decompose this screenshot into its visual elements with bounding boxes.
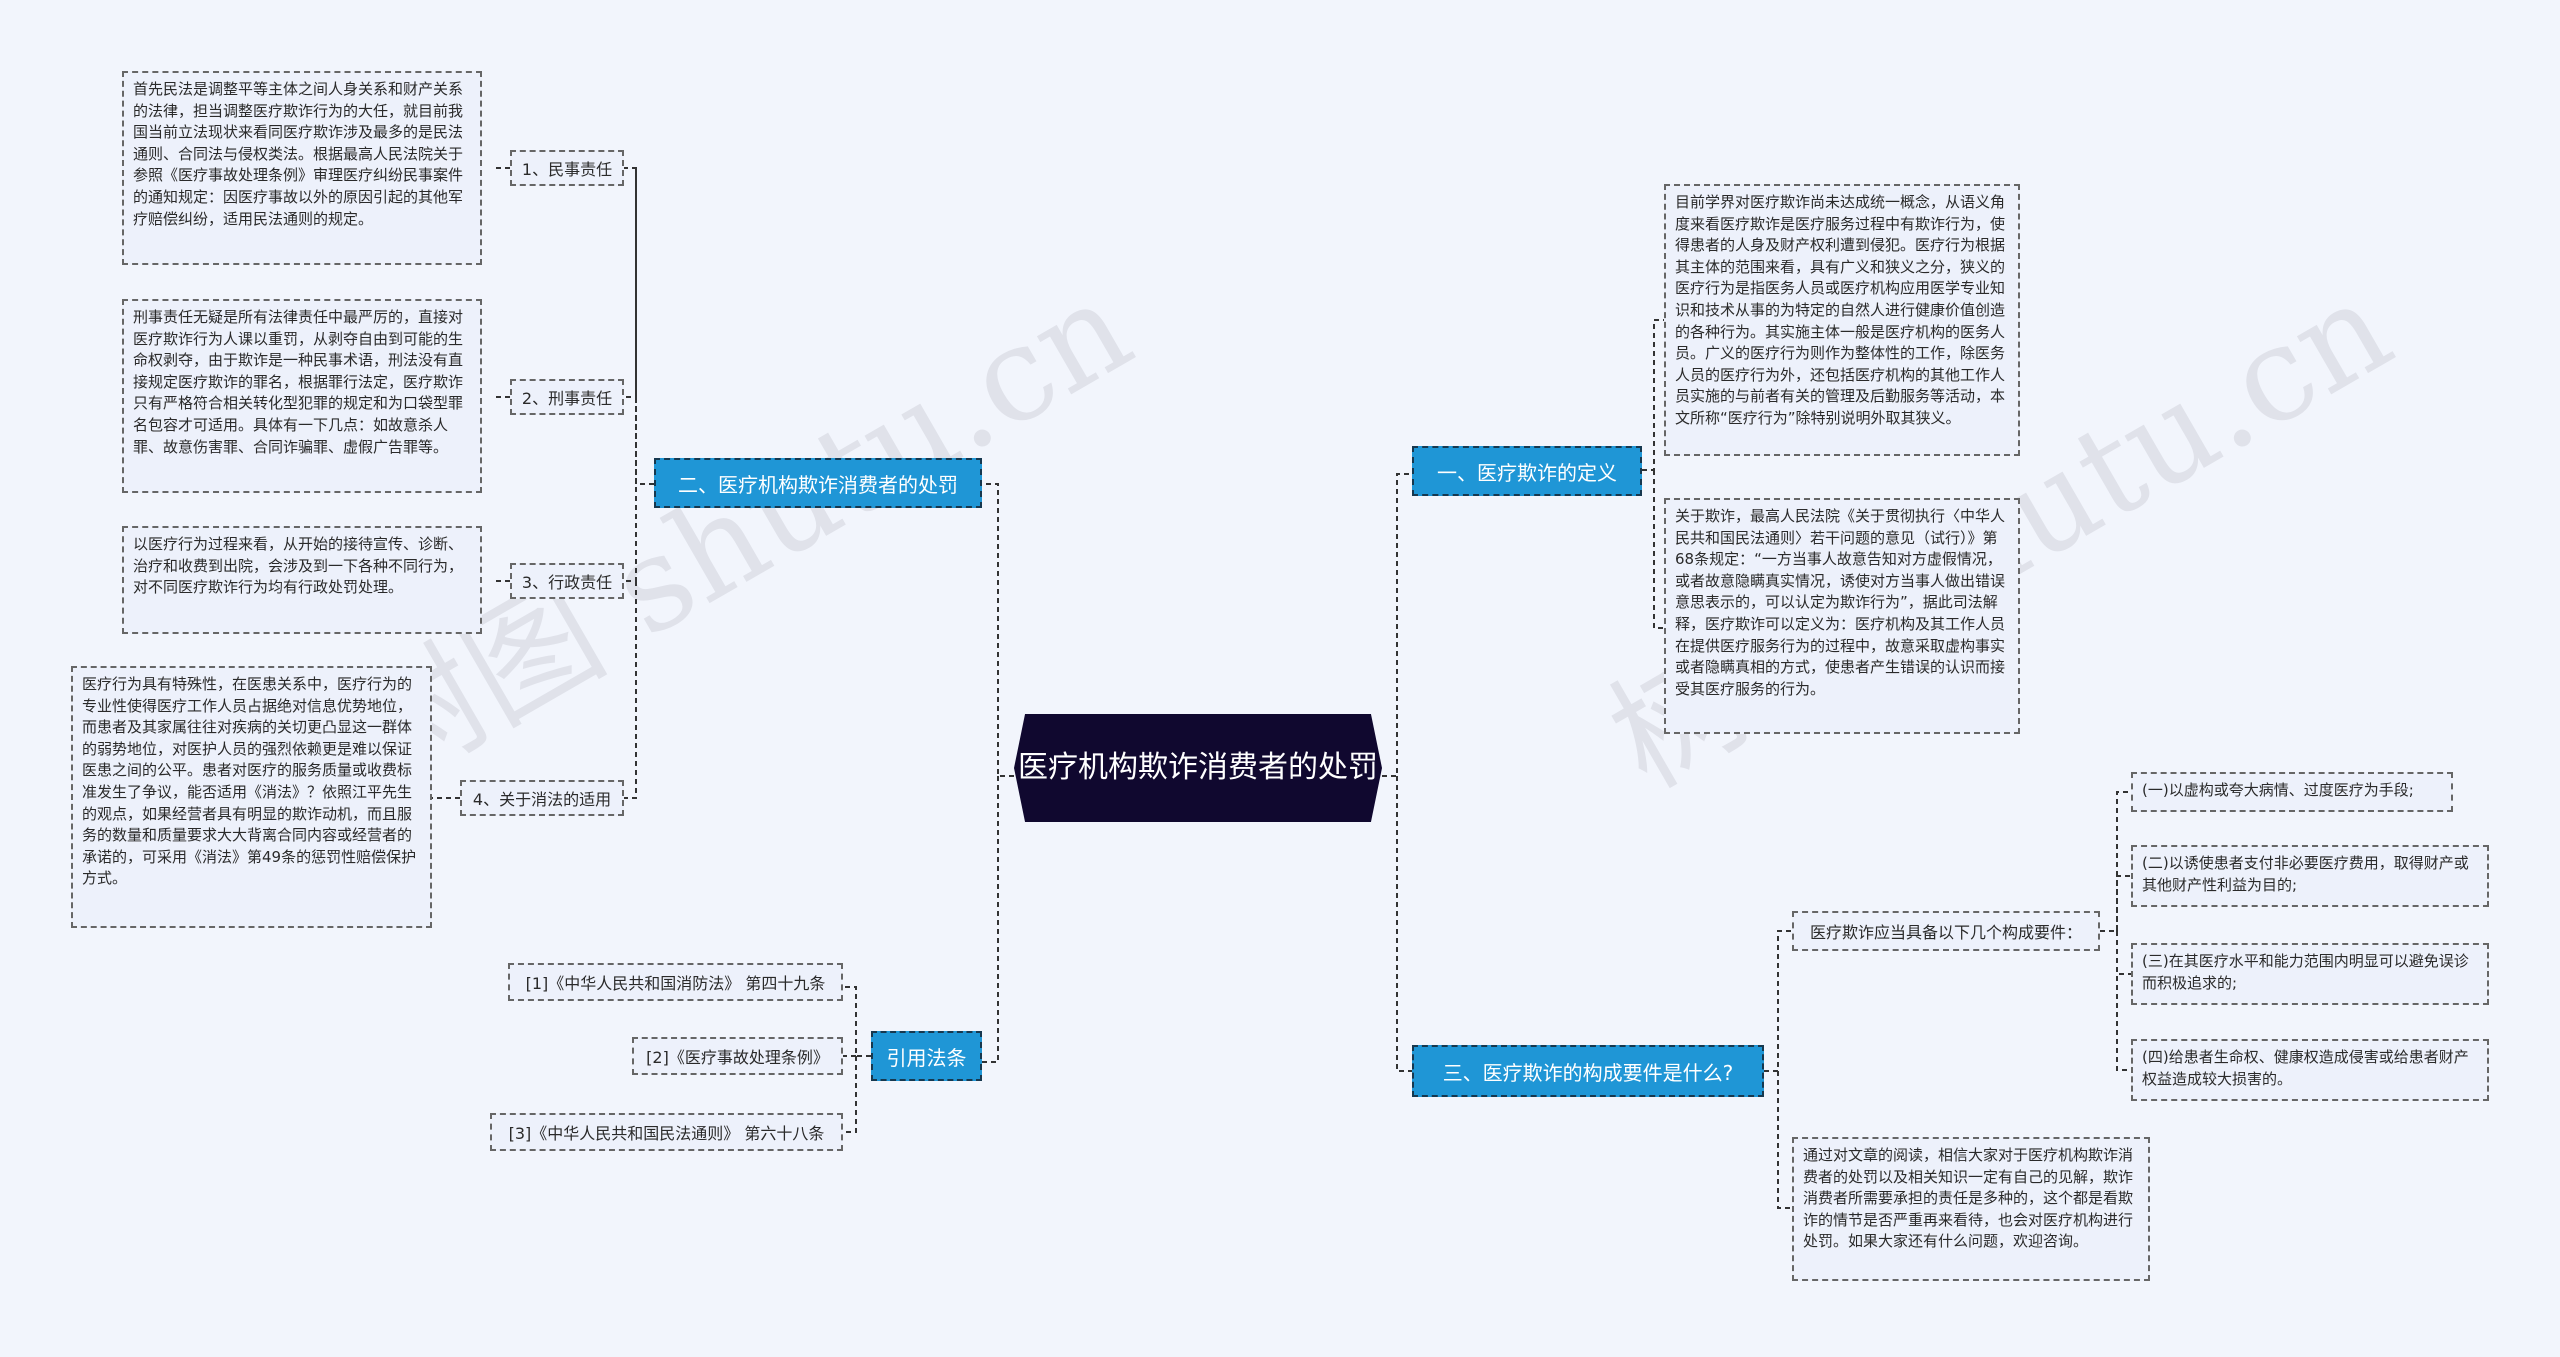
text-consumer-law: 医疗行为具有特殊性，在医患关系中，医疗行为的专业性使得医疗工作人员占据绝对信息优… (71, 666, 432, 928)
branch-cited-laws[interactable]: 引用法条 (871, 1031, 982, 1081)
text-administrative-liability: 以医疗行为过程来看，从开始的接待宣传、诊断、治疗和收费到出院，会涉及到一下各种不… (122, 526, 482, 634)
branch-penalty[interactable]: 二、医疗机构欺诈消费者的处罚 (654, 458, 982, 508)
text-conclusion: 通过对文章的阅读，相信大家对于医疗机构欺诈消费者的处罚以及相关知识一定有自己的见… (1792, 1137, 2150, 1281)
text-definition: 目前学界对医疗欺诈尚未达成统一概念，从语义角度来看医疗欺诈是医疗服务过程中有欺诈… (1664, 184, 2020, 456)
cited-law-item[interactable]: [1]《中华人民共和国消防法》 第四十九条 (508, 963, 843, 1001)
element-item: (二)以诱使患者支付非必要医疗费用，取得财产或其他财产性利益为目的; (2131, 845, 2489, 907)
branch-elements[interactable]: 三、医疗欺诈的构成要件是什么? (1412, 1045, 1764, 1097)
central-topic[interactable]: 医疗机构欺诈消费者的处罚 (1014, 714, 1382, 822)
label-consumer-law[interactable]: 4、关于消法的适用 (460, 780, 624, 816)
element-item: (四)给患者生命权、健康权造成侵害或给患者财产权益造成较大损害的。 (2131, 1039, 2489, 1101)
element-item: (三)在其医疗水平和能力范围内明显可以避免误诊而积极追求的; (2131, 943, 2489, 1005)
element-item: (一)以虚构或夸大病情、过度医疗为手段; (2131, 772, 2453, 812)
text-fraud-definition: 关于欺诈，最高人民法院《关于贯彻执行〈中华人民共和国民法通则〉若干问题的意见（试… (1664, 498, 2020, 734)
branch-definition[interactable]: 一、医疗欺诈的定义 (1412, 446, 1642, 496)
label-elements[interactable]: 医疗欺诈应当具备以下几个构成要件： (1792, 911, 2100, 951)
label-civil-liability[interactable]: 1、民事责任 (510, 150, 624, 186)
cited-law-item[interactable]: [2]《医疗事故处理条例》 (632, 1037, 843, 1075)
text-criminal-liability: 刑事责任无疑是所有法律责任中最严厉的，直接对医疗欺诈行为人课以重罚，从剥夺自由到… (122, 299, 482, 493)
label-criminal-liability[interactable]: 2、刑事责任 (510, 379, 624, 415)
label-administrative-liability[interactable]: 3、行政责任 (510, 563, 624, 599)
cited-law-item[interactable]: [3]《中华人民共和国民法通则》 第六十八条 (490, 1113, 843, 1151)
text-civil-liability: 首先民法是调整平等主体之间人身关系和财产关系的法律，担当调整医疗欺诈行为的大任，… (122, 71, 482, 265)
